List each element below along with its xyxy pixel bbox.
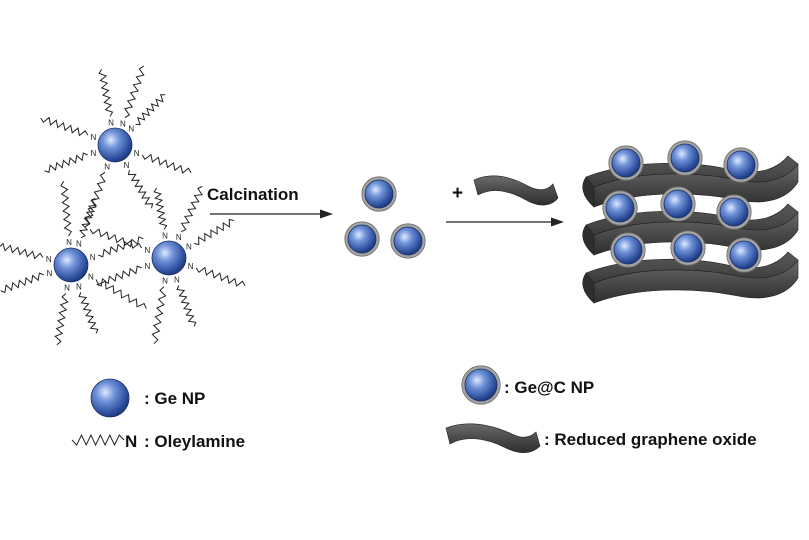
calcination-arrowhead — [320, 209, 333, 219]
oleylamine-ligand-2-0-n: N — [162, 231, 168, 240]
legend-oleylamine-chain — [71, 433, 125, 447]
oleylamine-ligand-1-1-chain — [79, 197, 98, 239]
oleylamine-ligand-2-6-n: N — [144, 262, 150, 271]
oleylamine-ligand-1-0-chain — [60, 181, 73, 237]
oleylamine-ligand-0-4-chain — [44, 152, 88, 174]
calcination-label: Calcination — [207, 185, 299, 204]
oleylamine-ligand-0-0-n: N — [108, 118, 114, 127]
oleylamine-ligand-0-2-chain — [135, 94, 166, 125]
oleylamine-ligand-1-4-chain — [54, 293, 69, 346]
oleylamine-ligand-2-5-n: N — [162, 277, 168, 286]
oleylamine-ligand-1-5-n: N — [76, 283, 82, 292]
oleylamine-ligand-2-7-n: N — [144, 246, 150, 255]
oleylamine-ligand-0-5-chain — [141, 153, 192, 174]
composite-ge-c-np-2-1 — [605, 193, 635, 223]
ge-np-1 — [97, 127, 133, 163]
oleylamine-ligand-2-7-chain — [89, 228, 143, 250]
legend-oleylamine-n: N — [125, 432, 137, 451]
oleylamine-ligand-0-7-chain — [84, 171, 106, 228]
oleylamine-ligand-0-5-n: N — [134, 149, 140, 158]
oleylamine-ligand-0-6-n: N — [124, 161, 130, 170]
composite-ge-c-np-2-3 — [719, 197, 749, 227]
oleylamine-ligand-2-5-chain — [151, 286, 167, 345]
legend-ge-np-icon — [90, 378, 130, 418]
oleylamine-ligand-2-3-n: N — [188, 262, 194, 271]
calcination-step: Calcination — [207, 185, 333, 219]
rgo-sheet-edge-2 — [582, 224, 595, 256]
oleylamine-ligand-0-1-n: N — [120, 119, 126, 128]
composite-ge-c-np-1-2 — [673, 233, 703, 263]
oleylamine-ligand-2-4-chain — [176, 285, 197, 327]
oleylamine-ligand-2-6-chain — [96, 265, 142, 287]
composite-ge-c-np-1-1 — [613, 235, 643, 265]
oleylamine-ligand-2-1-chain — [180, 185, 203, 233]
ge-c-np-group — [344, 176, 426, 259]
oleylamine-ligand-1-0-n: N — [66, 238, 72, 247]
rgo-sheet-edge-1 — [582, 176, 595, 208]
legend: : Ge NP N : Oleylamine : Ge@C NP : Reduc… — [71, 365, 757, 453]
oleylamine-ligand-0-2-n: N — [128, 125, 134, 134]
composite-ge-c-np-2-2 — [663, 189, 693, 219]
ge-c-np-3 — [393, 226, 423, 256]
oleylamine-ligand-1-6-chain — [95, 279, 147, 309]
oleylamine-ligand-1-6-n: N — [88, 273, 94, 282]
oleylamine-ligand-1-4-n: N — [64, 284, 70, 293]
rgo-addition-step: + — [446, 175, 564, 227]
legend-oleylamine-label: : Oleylamine — [144, 432, 245, 451]
oleylamine-ligand-1-7-chain — [98, 236, 144, 258]
oleylamine-ligand-0-6-chain — [127, 169, 154, 209]
oleylamine-ligand-1-3-n: N — [46, 269, 52, 278]
assembly-arrowhead — [551, 217, 564, 227]
composite-ge-c-np-3-2 — [670, 143, 700, 173]
legend-ge-c-np-icon — [461, 365, 501, 405]
oleylamine-ligand-1-2-n: N — [46, 255, 52, 264]
oleylamine-ligand-0-1-chain — [123, 65, 145, 119]
plus-sign: + — [452, 183, 463, 204]
legend-ge-c-np-ball — [464, 368, 498, 402]
composite-ge-c-np-3-3 — [726, 150, 756, 180]
oleylamine-ligand-2-0-chain — [153, 187, 168, 230]
oleylamine-ligand-2-3-chain — [195, 266, 246, 287]
legend-rgo-label: : Reduced graphene oxide — [544, 430, 757, 449]
oleylamine-ligand-0-0-chain — [98, 68, 114, 117]
rgo-flake-icon — [473, 175, 559, 206]
ge-np-2 — [53, 247, 89, 283]
oleylamine-ligand-2-2-n: N — [186, 243, 192, 252]
legend-ge-np-label: : Ge NP — [144, 389, 205, 408]
oleylamine-ligand-1-2-chain — [0, 242, 44, 260]
ge-c-rgo-composite — [582, 140, 799, 304]
legend-ge-c-np-label: : Ge@C NP — [504, 378, 594, 397]
oleylamine-ligand-1-7-n: N — [90, 253, 96, 262]
oleylamine-ligand-0-3-n: N — [90, 133, 96, 142]
oleylamine-ligand-2-4-n: N — [174, 276, 180, 285]
oleylamine-ligand-1-1-n: N — [76, 239, 82, 248]
composite-ge-c-np-3-1 — [611, 148, 641, 178]
rgo-sheet-3-face — [593, 259, 799, 304]
ge-np-3 — [151, 240, 187, 276]
composite-ge-c-np-1-3 — [729, 240, 759, 270]
rgo-sheet-edge-3 — [582, 272, 595, 304]
oleylamine-ligand-0-7-n: N — [104, 163, 110, 172]
oleylamine-ligand-1-5-chain — [78, 292, 99, 334]
ge-c-np-2 — [347, 224, 377, 254]
legend-oleylamine-icon — [71, 433, 125, 447]
oleylamine-ligand-0-4-n: N — [90, 149, 96, 158]
legend-ge-np-ball — [90, 378, 130, 418]
oleylamine-ligand-2-2-chain — [193, 218, 235, 246]
oleylamine-ligand-2-1-n: N — [176, 233, 182, 242]
ge-c-np-1 — [364, 179, 394, 209]
oleylamine-ligand-1-3-chain — [0, 272, 44, 294]
oleylamine-ligand-0-3-chain — [40, 116, 89, 137]
legend-rgo-icon — [445, 423, 541, 453]
